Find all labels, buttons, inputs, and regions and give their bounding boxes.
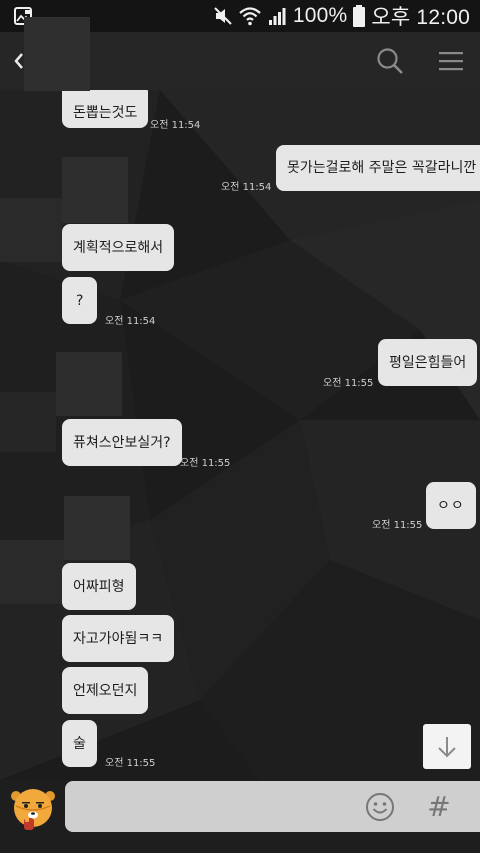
message-bubble[interactable]: 못가는걸로해 주말은 꼭갈라니깐 <box>276 145 480 191</box>
message-bubble[interactable]: 술 <box>62 720 97 767</box>
message-time: 오전 11:55 <box>323 378 374 389</box>
message-bubble[interactable]: 자고가야됨ㅋㅋ <box>62 615 175 662</box>
message-time: 오전 11:54 <box>150 120 201 131</box>
message-time: 오전 11:55 <box>180 458 231 469</box>
mute-icon <box>214 7 232 25</box>
message-bubble[interactable]: ? <box>62 277 98 324</box>
message-bubble[interactable]: 언제오던지 <box>62 667 149 714</box>
scroll-to-bottom-button[interactable] <box>423 724 471 769</box>
message-time: 오전 11:54 <box>105 316 156 327</box>
message-bubble[interactable]: 어짜피형 <box>62 563 136 610</box>
battery-icon <box>353 5 366 27</box>
message-bubble[interactable]: 돈뽑는것도 <box>62 90 149 128</box>
search-icon[interactable] <box>376 47 404 75</box>
battery-percent: 100% <box>292 4 348 27</box>
status-time: 오후 12:00 <box>371 6 470 29</box>
hashtag-button[interactable]: # <box>427 790 451 823</box>
message-input[interactable] <box>65 781 480 832</box>
message-time: 오전 11:55 <box>372 520 423 531</box>
status-bar: 100% 오후 12:00 <box>0 0 480 32</box>
message-bubble[interactable]: 평일은힘들어 <box>378 339 478 386</box>
hamburger-menu-icon[interactable] <box>438 50 464 72</box>
message-list[interactable]: 돈뽑는것도 오전 11:54 못가는걸로해 주말은 꼭갈라니깐 오전 11:54… <box>0 90 480 780</box>
message-bubble[interactable]: ㅇㅇ <box>426 482 476 529</box>
chevron-left-icon <box>14 53 23 69</box>
smiley-icon[interactable] <box>365 792 395 822</box>
message-bubble[interactable]: 퓨쳐스안보실거? <box>62 419 182 466</box>
message-bubble[interactable]: 계획적으로해서 <box>62 224 175 271</box>
emoticon-avatar-icon[interactable] <box>10 784 56 830</box>
arrow-down-icon <box>438 736 456 757</box>
chat-profile-thumbnail[interactable] <box>24 17 90 91</box>
signal-icon <box>268 8 286 25</box>
message-time: 오전 11:55 <box>105 758 156 769</box>
message-time: 오전 11:54 <box>221 182 272 193</box>
back-button[interactable] <box>6 41 32 81</box>
wifi-icon <box>239 7 261 26</box>
